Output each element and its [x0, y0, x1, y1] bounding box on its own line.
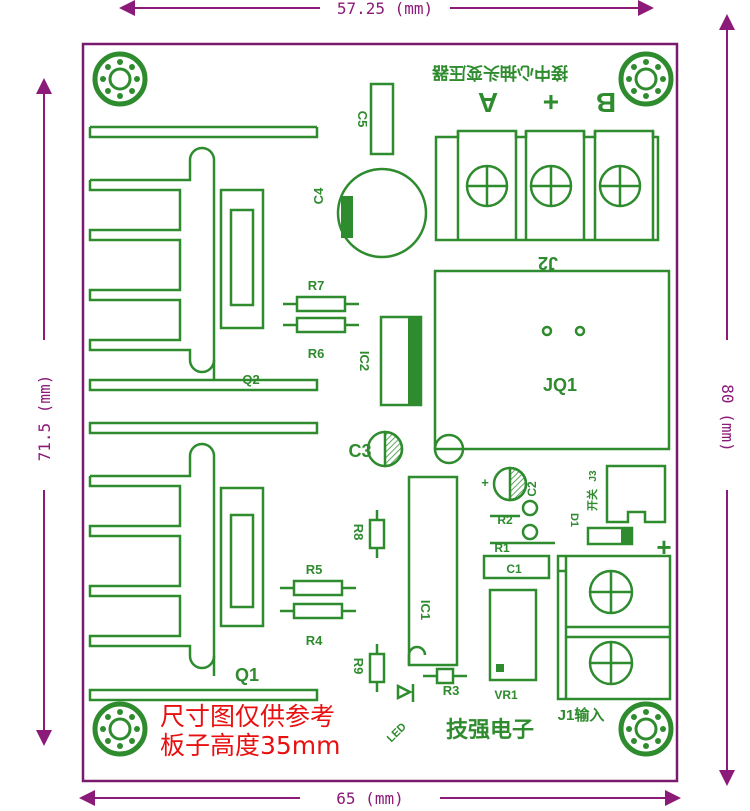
- label-led: LED: [385, 721, 409, 745]
- label-r8: R8: [351, 524, 366, 541]
- terminal-screw: [598, 164, 642, 208]
- label-r1: R1: [494, 541, 510, 555]
- board-outline: [81, 42, 679, 783]
- c4-body: [336, 167, 428, 259]
- components: [336, 82, 671, 702]
- resistor: [368, 510, 386, 558]
- dimension-top: 57.25 (mm): [119, 0, 654, 18]
- mounting-hole: [92, 701, 148, 757]
- j3-body: [605, 464, 667, 524]
- label-c3: C3: [348, 441, 371, 461]
- terminal-block-j1: [556, 554, 672, 701]
- label-center-tap-note: 接中心抽头变压器: [431, 63, 568, 83]
- label-j2: J2: [538, 253, 558, 273]
- terminal-screw: [588, 569, 634, 615]
- terminal-screw: [588, 640, 634, 686]
- label-jq1: JQ1: [543, 375, 577, 395]
- dimension-bottom: 65 (mm): [79, 789, 681, 808]
- label-r7: R7: [308, 278, 325, 293]
- label-c5: C5: [355, 111, 370, 128]
- label-q1: Q1: [235, 665, 259, 685]
- terminal-screw: [529, 164, 573, 208]
- label-r4: R4: [306, 633, 323, 648]
- label-j1-plus: +: [656, 532, 671, 562]
- dimension-right-label: 80 (mm): [718, 384, 737, 451]
- resistor: [283, 295, 359, 313]
- terminal-block-j2: [434, 129, 660, 242]
- mounting-hole: [92, 51, 148, 107]
- c5-body: [369, 82, 395, 156]
- resistor: [368, 644, 386, 692]
- label-terminal-plus: +: [543, 87, 559, 118]
- label-switch: 开关: [585, 489, 599, 511]
- terminal-screws: [465, 164, 642, 686]
- resistor: [280, 602, 356, 620]
- relay-body: [433, 269, 671, 451]
- ic1-body: [407, 475, 459, 667]
- vr1-body: [488, 588, 538, 682]
- label-c1: C1: [506, 562, 522, 576]
- dimension-top-label: 57.25 (mm): [337, 0, 433, 18]
- label-terminal-a: A: [478, 87, 498, 118]
- note-line-2: 板子高度35mm: [160, 731, 341, 760]
- label-d1: D1: [568, 513, 580, 527]
- label-brand: 技强电子: [446, 717, 534, 742]
- dimension-bottom-label: 65 (mm): [336, 789, 403, 808]
- note-line-1: 尺寸图仅供参考: [160, 702, 336, 731]
- heatsink-outline: [88, 125, 319, 702]
- dimension-right: 80 (mm): [718, 14, 737, 786]
- mounting-hole: [618, 51, 674, 107]
- resistors: [280, 295, 467, 692]
- mounting-hole: [618, 701, 674, 757]
- label-r5: R5: [306, 562, 323, 577]
- label-ic2: IC2: [357, 351, 372, 371]
- resistor: [423, 667, 467, 685]
- label-q2: Q2: [242, 372, 259, 387]
- label-c2-plus: +: [481, 475, 489, 490]
- note-reference: 尺寸图仅供参考 板子高度35mm: [160, 702, 341, 760]
- mounting-holes: [92, 51, 674, 757]
- label-r9: R9: [351, 658, 366, 675]
- label-j3: J3: [588, 470, 599, 482]
- terminal-screw: [465, 164, 509, 208]
- label-c4: C4: [311, 187, 326, 204]
- label-r2: R2: [497, 513, 513, 527]
- resistor: [280, 579, 356, 597]
- label-c2: C2: [525, 481, 539, 497]
- label-ic1: IC1: [418, 600, 433, 620]
- label-r3: R3: [443, 683, 460, 698]
- label-r6: R6: [308, 346, 325, 361]
- label-vr1: VR1: [494, 688, 518, 702]
- dimension-left: 71.5 (mm): [35, 78, 54, 746]
- label-terminal-b: B: [596, 87, 616, 118]
- c1-body: [482, 554, 551, 580]
- dimension-left-label: 71.5 (mm): [35, 375, 54, 462]
- resistor: [283, 316, 359, 334]
- label-j1: J1输入: [558, 706, 605, 724]
